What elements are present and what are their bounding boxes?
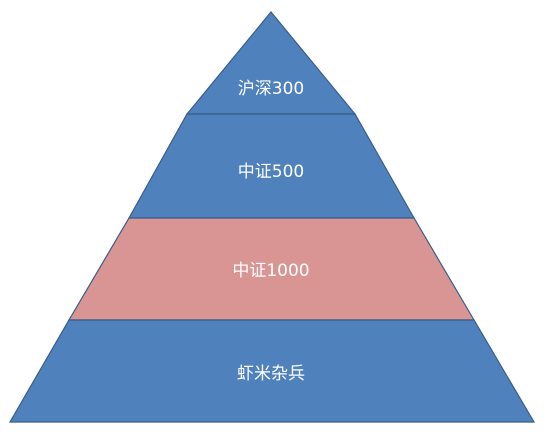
pyramid-tier-2-label: 中证500 bbox=[238, 162, 304, 182]
pyramid-tier-4 bbox=[8, 319, 536, 423]
pyramid-tier-1-label: 沪深300 bbox=[238, 79, 304, 99]
pyramid-tier-3-label: 中证1000 bbox=[232, 261, 309, 281]
pyramid-tier-4-label: 虾米杂兵 bbox=[237, 364, 305, 384]
